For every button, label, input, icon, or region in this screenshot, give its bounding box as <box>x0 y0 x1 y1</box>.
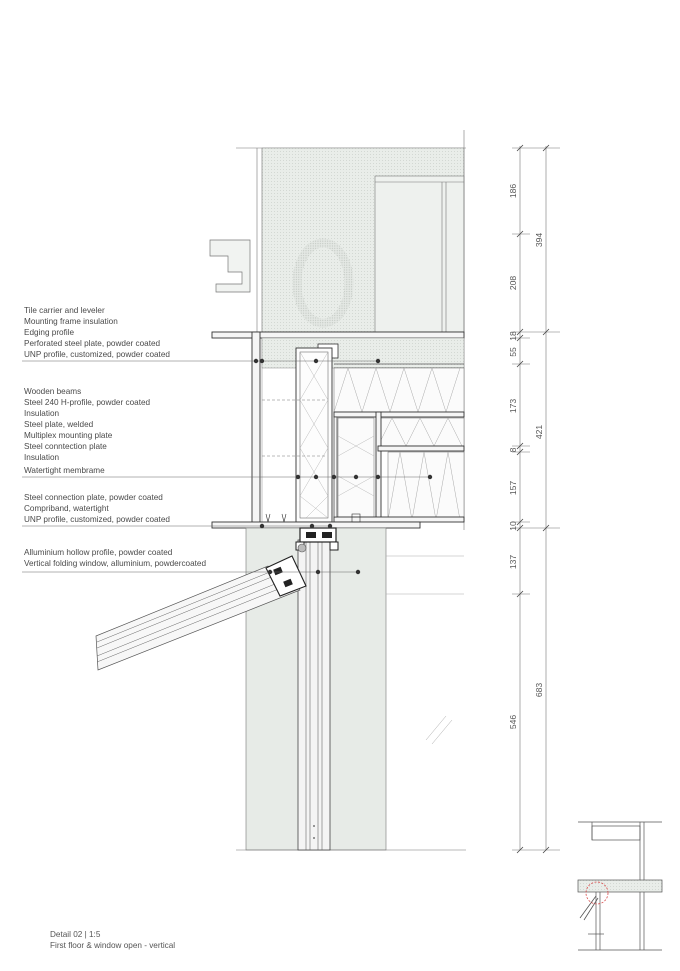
dim-421: 421 <box>534 425 544 440</box>
dim-55: 55 <box>508 347 518 357</box>
dim-683: 683 <box>534 683 544 698</box>
label-steel-h-profile: Steel 240 H-profile, powder coated <box>24 398 151 407</box>
label-group-bottom: Alluminium hollow profile, powder coated… <box>24 548 206 568</box>
label-steel-plate-welded: Steel plate, welded <box>24 420 94 429</box>
upper-wall <box>236 130 466 530</box>
dim-157: 157 <box>508 481 518 496</box>
dimension-values-outer: 394 421 683 <box>534 233 544 698</box>
dimension-ticks <box>516 144 550 854</box>
label-mounting-frame-insulation: Mounting frame insulation <box>24 317 118 326</box>
label-steel-connection-plate: Steel conntection plate <box>24 442 107 451</box>
label-connection-plate-coated: Steel connection plate, powder coated <box>24 493 163 502</box>
label-vertical-folding-window: Vertical folding window, alluminium, pow… <box>24 559 206 568</box>
label-group-top: Tile carrier and leveler Mounting frame … <box>24 306 170 359</box>
label-insulation-2: Insulation <box>24 453 59 462</box>
dimension-lines <box>512 146 560 851</box>
leader-lines <box>22 360 430 573</box>
dim-546: 546 <box>508 715 518 730</box>
folding-window-sash <box>95 543 307 671</box>
label-group-mid: Wooden beams Steel 240 H-profile, powder… <box>24 387 151 475</box>
dim-186: 186 <box>508 184 518 199</box>
dim-18: 18 <box>508 331 518 341</box>
leader-dots <box>253 358 433 575</box>
label-group-low: Steel connection plate, powder coated Co… <box>24 493 170 524</box>
label-unp-profile-low: UNP profile, customized, powder coated <box>24 515 170 524</box>
dim-208: 208 <box>508 276 518 291</box>
label-aluminium-hollow-profile: Alluminium hollow profile, powder coated <box>24 548 173 557</box>
label-compriband: Compriband, watertight <box>24 504 109 513</box>
label-edging-profile: Edging profile <box>24 328 75 337</box>
dim-173: 173 <box>508 399 518 414</box>
label-insulation-1: Insulation <box>24 409 59 418</box>
dim-8: 8 <box>508 447 518 452</box>
label-wooden-beams: Wooden beams <box>24 387 81 396</box>
label-unp-profile-top: UNP profile, customized, powder coated <box>24 350 170 359</box>
dim-137: 137 <box>508 555 518 570</box>
label-watertight-membrane: Watertight membrame <box>24 466 105 475</box>
dimension-values-inner: 186 208 18 55 173 8 157 10 137 546 <box>508 184 518 730</box>
label-multiplex-plate: Multiplex mounting plate <box>24 431 113 440</box>
wooden-beams <box>262 347 333 523</box>
dim-10: 10 <box>508 521 518 531</box>
label-perforated-plate: Perforated steel plate, powder coated <box>24 339 161 348</box>
insulation-zone <box>333 367 465 521</box>
dim-394: 394 <box>534 233 544 248</box>
steel-h-profile <box>333 411 465 523</box>
tile-carrier-bracket <box>209 239 251 293</box>
window-frame-vertical <box>295 527 339 851</box>
label-tile-carrier: Tile carrier and leveler <box>24 306 105 315</box>
key-plan <box>577 821 663 951</box>
caption-detail-number: Detail 02 | 1:5 <box>50 930 101 939</box>
caption-detail-title: First floor & window open - vertical <box>50 941 176 950</box>
